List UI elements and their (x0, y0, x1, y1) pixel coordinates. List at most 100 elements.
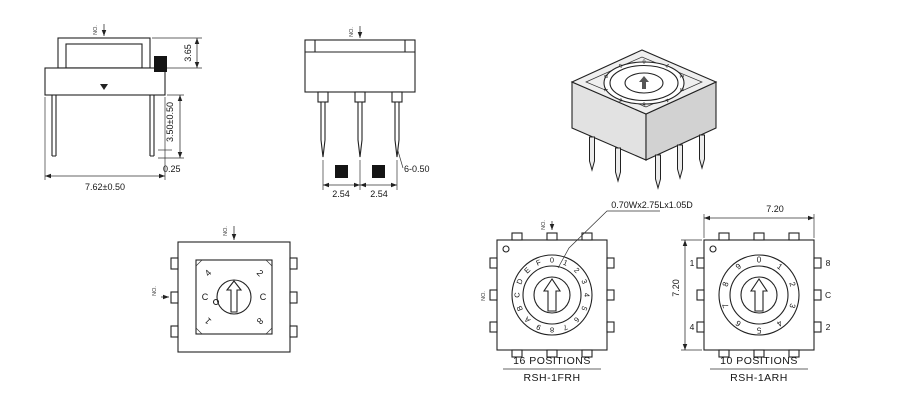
position-dot (212, 298, 220, 306)
pad (813, 321, 822, 333)
side-pad (170, 257, 179, 270)
dial-char: 8 (550, 326, 554, 335)
corner-pin-mark (709, 245, 717, 253)
dial-char: 9 (618, 63, 624, 70)
dial-outer-circle (718, 254, 800, 336)
switch-body-outline (44, 67, 166, 96)
pad-marker-fill (335, 165, 348, 178)
dial-char: 2 (787, 281, 797, 289)
pad (696, 257, 705, 269)
dial-char: 5 (756, 326, 761, 335)
pad (696, 289, 705, 301)
dial-char: 6 (618, 96, 624, 103)
dial-char: 4 (664, 96, 670, 103)
dial-char: 5 (579, 305, 589, 312)
corner-pin-mark (502, 245, 510, 253)
pad (813, 289, 822, 301)
pad (753, 349, 765, 358)
dial-outer-circle (511, 254, 593, 336)
side-pad (170, 291, 179, 304)
dial-char: 7 (562, 322, 569, 332)
side-pad (289, 291, 298, 304)
pin (320, 101, 326, 158)
pad (753, 232, 765, 241)
dial-char: C (513, 292, 522, 298)
corner-chamfers (195, 259, 273, 335)
marker-label: NO. (93, 25, 99, 35)
terminal-label: 2 (826, 322, 831, 332)
dim-total-height: 3.65 (183, 44, 193, 62)
dial-char: 4 (583, 293, 592, 297)
dim-pins: 6-0.50 (404, 164, 430, 174)
pad (581, 349, 593, 358)
marker-label: NO. (349, 27, 355, 37)
side-view: NO. 3.65 3.50±0.50 0.25 7.62±0.50 (44, 24, 202, 192)
dim-width: 7.20 (766, 204, 784, 214)
pin-shoulder (391, 91, 403, 103)
part-number: RSH-1ARH (730, 372, 788, 384)
rotor-circle (216, 279, 252, 315)
code-label: 4 (203, 268, 214, 279)
dial-char: 9 (535, 322, 542, 332)
iso-pin (699, 134, 705, 170)
dial-char: 6 (572, 315, 581, 324)
pad (581, 232, 593, 241)
dial-char: 8 (604, 74, 611, 79)
iso-pin (655, 154, 661, 190)
dial-char: E (522, 265, 532, 275)
left-pin (51, 95, 57, 157)
positions-label: 10 POSITIONS (720, 355, 798, 367)
dim-pitch-b: 2.54 (370, 189, 388, 199)
pin (357, 101, 363, 158)
iso-dial-ring (609, 64, 679, 102)
inner-frame (195, 259, 273, 335)
pad (606, 289, 615, 301)
code-label: 8 (255, 316, 266, 327)
terminal-label: 1 (690, 258, 695, 268)
dial-ring (729, 265, 789, 325)
terminal-label: 4 (690, 322, 695, 332)
dial-ring (522, 265, 582, 325)
dial-char: 1 (562, 258, 569, 268)
code-label: 2 (255, 268, 266, 279)
dial-char: D (515, 277, 526, 286)
side-pad (170, 325, 179, 338)
terminal-label: 8 (826, 258, 831, 268)
iso-pin (677, 144, 683, 180)
front-view: NO. 2.54 2.54 6-0.50 (304, 26, 430, 199)
dial-char: 8 (721, 280, 731, 288)
pad (511, 232, 523, 241)
pad (546, 349, 558, 358)
iso-slot-arrow (639, 76, 649, 89)
marker-label: NO. (481, 291, 487, 301)
dial-char: 5 (642, 101, 645, 107)
pad (788, 232, 800, 241)
pad (696, 321, 705, 333)
dial-char: 3 (579, 278, 589, 285)
rotor-slot-arrow (749, 278, 769, 312)
rotor-cap-outline (57, 37, 151, 69)
dial-char: 3 (787, 302, 797, 310)
dial-char: 9 (734, 261, 743, 271)
pad (546, 232, 558, 241)
pad (813, 257, 822, 269)
pad (511, 349, 523, 358)
dial-char: 7 (604, 87, 611, 92)
pad-marker-fill (372, 165, 385, 178)
part-number: RSH-1FRH (523, 372, 580, 384)
pad (489, 257, 498, 269)
dial-char: 0 (550, 256, 554, 265)
dial-char: 6 (734, 318, 743, 328)
side-pad (289, 257, 298, 270)
side-pad (289, 325, 298, 338)
pad (606, 257, 615, 269)
dec-dial-view: 0 1 2 3 4 5 6 7 8 9 1 4 8 C 2 7.20 7.20 … (671, 204, 831, 384)
top-view: 4 2 1 8 C C NO. NO. (152, 226, 298, 353)
pad (606, 321, 615, 333)
pin-shoulder (354, 91, 366, 103)
dim-pitch-a: 2.54 (332, 189, 350, 199)
leader-line (397, 150, 404, 169)
index-mark (100, 84, 108, 90)
terminal-label: C (825, 290, 831, 300)
